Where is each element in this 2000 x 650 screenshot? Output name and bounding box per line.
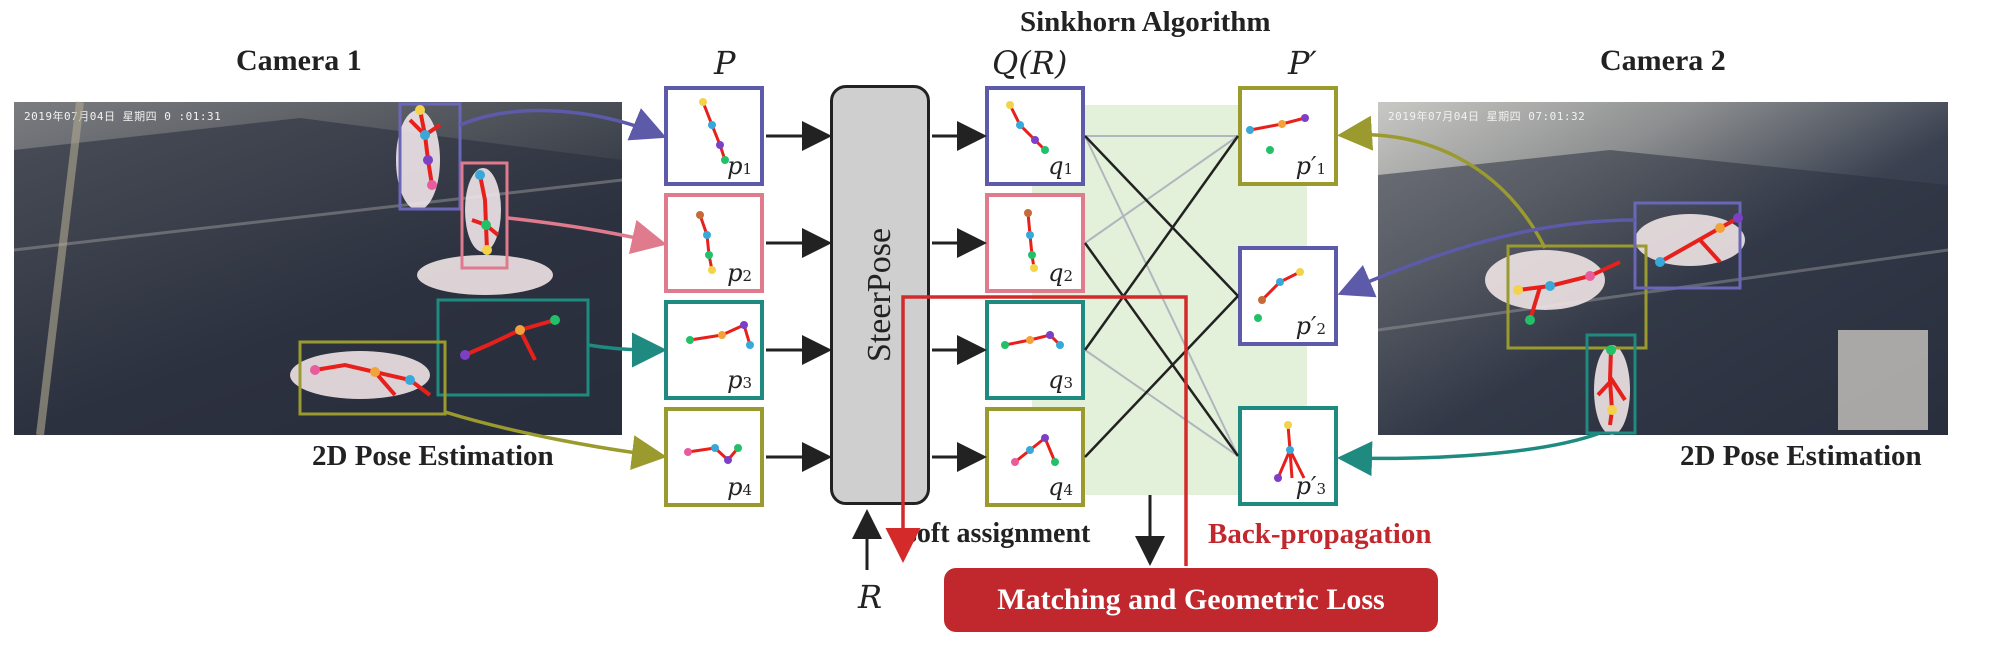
set-label-R: R xyxy=(858,578,883,616)
q-box-2-label: q2 xyxy=(1048,259,1073,287)
pprime-box-keypoints xyxy=(1246,114,1309,482)
camera1-bboxes xyxy=(298,102,590,416)
camera2-bboxes xyxy=(1506,201,1742,435)
set-label-Pprime: P′ xyxy=(1288,44,1317,82)
pose-estimation-label-left: 2D Pose Estimation xyxy=(312,440,554,472)
arrow-cam2-to-pprime3 xyxy=(1337,431,1601,477)
q-box-3-label: q3 xyxy=(1048,366,1073,394)
q-box-1-label: q1 xyxy=(1048,152,1073,180)
p-box-4-label: p4 xyxy=(727,473,752,501)
q-box-keypoints xyxy=(1001,101,1064,466)
camera1-keypoints xyxy=(310,105,560,385)
p-box-3-label: p3 xyxy=(727,366,752,394)
backprop-path xyxy=(885,295,1188,566)
arrow-cam2-to-pprime2 xyxy=(1337,218,1636,298)
matching-geometric-loss-box: Matching and Geometric Loss xyxy=(944,568,1438,632)
soft-assignment-label: soft assignment xyxy=(906,518,1091,549)
camera1-timestamp: 2019年07月04日 星期四 0 :01:31 xyxy=(24,110,222,123)
p-box-1: p1 xyxy=(664,86,764,186)
p-box-skeletons xyxy=(687,101,752,463)
sinkhorn-black-edges xyxy=(1083,135,1240,458)
pprime-box-3-label: p′3 xyxy=(1295,472,1326,500)
camera2-scene xyxy=(1377,150,1949,435)
q-box-2: q2 xyxy=(985,193,1085,293)
p-box-2-label: p2 xyxy=(727,259,752,287)
backprop-label: Back-propagation xyxy=(1208,518,1432,550)
p-box-3: p3 xyxy=(664,300,764,400)
arrow-cam2-to-pprime1 xyxy=(1337,115,1547,249)
arrow-cam1-to-p2 xyxy=(507,216,667,255)
pprime-box-1: p′1 xyxy=(1238,86,1338,186)
camera1-label: Camera 1 xyxy=(236,44,362,77)
p-box-keypoints xyxy=(684,98,754,464)
pprime-box-1-label: p′1 xyxy=(1295,152,1326,180)
set-label-Q: Q(R) xyxy=(992,44,1068,82)
set-label-P: P xyxy=(714,44,736,82)
q-box-skeletons xyxy=(1004,104,1062,464)
p-box-1-label: p1 xyxy=(727,152,752,180)
q-box-3: q3 xyxy=(985,300,1085,400)
pprime-box-2: p′2 xyxy=(1238,246,1338,346)
arrow-cam1-to-p4 xyxy=(444,410,667,471)
sinkhorn-title: Sinkhorn Algorithm xyxy=(1020,6,1271,38)
camera2-label: Camera 2 xyxy=(1600,44,1726,77)
q-box-4: q4 xyxy=(985,407,1085,507)
camera2-skeletons xyxy=(1517,216,1739,426)
pose-estimation-label-right: 2D Pose Estimation xyxy=(1680,440,1922,472)
steerpose-block: SteerPose xyxy=(830,85,930,505)
camera2-keypoints xyxy=(1513,213,1743,415)
pprime-box-skeletons xyxy=(1249,116,1306,479)
arrow-cam1-to-p1 xyxy=(459,108,667,141)
pprime-box-2-label: p′2 xyxy=(1295,312,1326,340)
arrow-cam1-to-p3 xyxy=(587,332,667,368)
q-box-4-label: q4 xyxy=(1048,473,1073,501)
camera1-scene xyxy=(13,101,623,436)
camera2-timestamp: 2019年07月04日 星期四 07:01:32 xyxy=(1388,110,1586,123)
p-box-2: p2 xyxy=(664,193,764,293)
